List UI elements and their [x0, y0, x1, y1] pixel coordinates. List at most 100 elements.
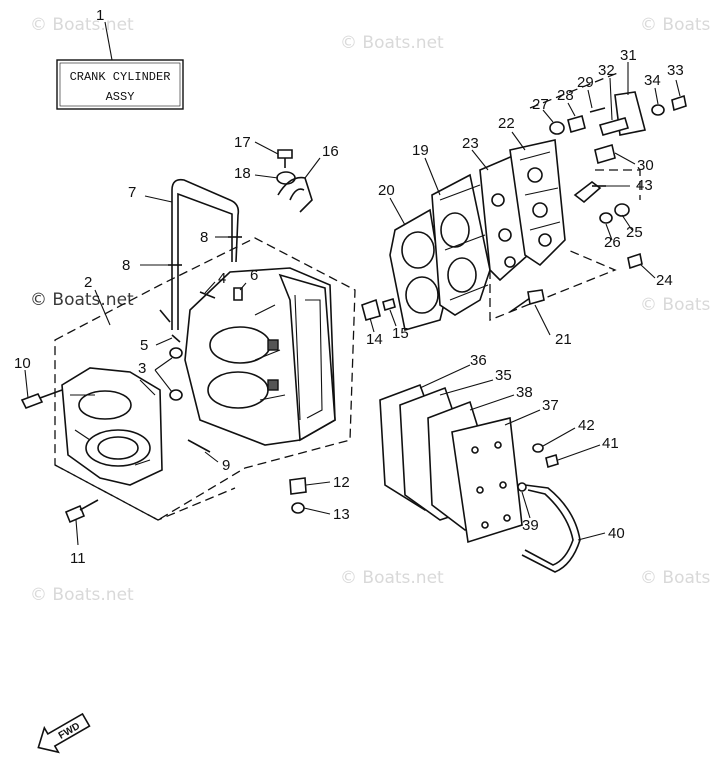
bolt-21-head	[527, 289, 545, 306]
leader-33	[675, 79, 681, 97]
callout-20: 20	[378, 182, 395, 199]
watermark: © Boats.net	[340, 33, 444, 53]
leader-16	[304, 157, 321, 179]
cover-37-hole	[494, 441, 502, 449]
assembly-title-line1: CRANK CYLINDER	[70, 70, 171, 84]
callout-8-lower: 8	[122, 257, 130, 274]
callout-33: 33	[667, 62, 684, 79]
leader-27	[542, 109, 554, 123]
leader-28	[567, 102, 576, 117]
callout-3: 3	[138, 360, 146, 377]
leader-35	[439, 379, 494, 396]
gasket-20-bore-a	[401, 231, 435, 269]
transfer-ports	[294, 294, 323, 421]
pin-4b	[199, 291, 216, 299]
callout-32: 32	[598, 62, 615, 79]
watermark: © Boats.net	[640, 295, 712, 315]
callout-22: 22	[498, 115, 515, 132]
leader-22	[511, 131, 526, 151]
pin-4a	[159, 309, 171, 323]
watermark: © Boats.net	[340, 568, 444, 588]
washer-3a	[169, 347, 183, 359]
main-bearing-inner	[97, 436, 139, 460]
bolt-25	[614, 203, 630, 217]
fitting-39	[517, 482, 527, 492]
spark-outline	[595, 169, 641, 200]
callout-6: 6	[250, 267, 258, 284]
leader-3	[154, 357, 173, 371]
leader-9	[204, 451, 219, 463]
fitting-30	[594, 143, 616, 165]
cover-22-hole	[532, 202, 548, 218]
watermark: © Boats.net	[640, 568, 712, 588]
callout-16: 16	[322, 143, 339, 160]
washer-27	[549, 121, 565, 135]
block-detail	[267, 379, 279, 391]
leader-32	[609, 77, 613, 121]
watermarks: © Boats.net © Boats.net © Boats.net © Bo…	[30, 15, 712, 605]
washer-26	[599, 212, 613, 224]
hose-assembly	[168, 178, 242, 330]
watermark: © Boats.net	[30, 290, 134, 310]
callout-31: 31	[620, 47, 637, 64]
dowel-9	[187, 439, 211, 453]
assembly-label: CRANK CYLINDER ASSY	[56, 21, 184, 110]
leader-4	[204, 281, 216, 294]
callout-21: 21	[555, 331, 572, 348]
part-14	[361, 298, 381, 321]
cover-37-hole	[481, 521, 489, 529]
pin-6	[233, 287, 243, 301]
leader-36	[419, 364, 471, 389]
bolt-21-shank	[509, 297, 531, 313]
lever-outline	[529, 71, 621, 109]
callout-19: 19	[412, 142, 429, 159]
callout-43: 43	[636, 177, 653, 194]
callout-30: 30	[637, 157, 654, 174]
callout-numbers: 1 2 3 4 5 6 7 8 8 9 10 11 12 13 14 15 16…	[14, 7, 684, 567]
head-19-fins	[439, 184, 489, 301]
watermark: © Boats.net	[640, 15, 712, 35]
leader-15	[389, 309, 397, 327]
gasket-23-hole	[504, 256, 516, 268]
gasket-20-bore-b	[405, 276, 439, 314]
exhaust-covers	[379, 383, 523, 544]
leader-2	[94, 289, 111, 326]
pin-5	[171, 334, 181, 343]
leader-line	[104, 21, 113, 61]
callout-25: 25	[626, 224, 643, 241]
callout-10: 10	[14, 355, 31, 372]
exhaust-hose	[517, 443, 581, 573]
leader-12	[305, 481, 331, 486]
head-19-chamber-a	[440, 212, 470, 248]
leader-25	[621, 214, 633, 231]
block-detail	[267, 339, 279, 351]
bolt-33	[671, 94, 687, 112]
block-ribs	[254, 304, 286, 401]
leader-42	[542, 427, 576, 447]
assembly-outlines	[54, 71, 641, 521]
callout-18: 18	[234, 165, 251, 182]
leader-17	[254, 141, 279, 155]
leader-13	[303, 507, 331, 515]
leader-40	[577, 532, 606, 541]
leader-34	[654, 87, 659, 105]
bolt-11-shank	[79, 499, 99, 511]
leader-6	[239, 282, 247, 291]
cover-22-body	[509, 139, 566, 267]
callout-7: 7	[128, 184, 136, 201]
fwd-label: FWD	[57, 721, 82, 742]
callout-12: 12	[333, 474, 350, 491]
leader-19	[424, 157, 441, 196]
callout-38: 38	[516, 384, 533, 401]
leader-18	[254, 174, 279, 179]
leader-11	[75, 519, 79, 546]
callout-28: 28	[557, 87, 574, 104]
callout-14: 14	[366, 331, 383, 348]
bracket-assembly	[276, 149, 313, 213]
leader-30	[614, 152, 636, 165]
callout-2: 2	[84, 274, 92, 291]
washer-34	[651, 104, 665, 116]
callout-35: 35	[495, 367, 512, 384]
leader-24	[639, 263, 656, 279]
